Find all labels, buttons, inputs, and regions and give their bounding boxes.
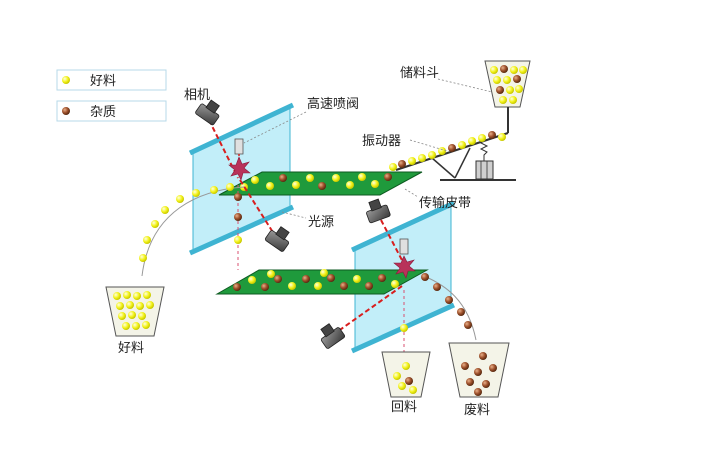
good-arc-particles bbox=[139, 183, 234, 262]
legend-good-label: 好料 bbox=[90, 74, 116, 89]
vibrator-label: 振动器 bbox=[362, 134, 401, 149]
storage-hopper-label: 储料斗 bbox=[400, 66, 439, 81]
return-drop-particle bbox=[400, 324, 408, 332]
return-bin bbox=[381, 351, 431, 398]
waste-bin-label: 废料 bbox=[464, 402, 490, 418]
legend-box-impurity bbox=[56, 100, 167, 122]
return-bin-label: 回料 bbox=[391, 400, 417, 415]
legend: 好料 杂质 bbox=[56, 69, 167, 122]
camera-1b bbox=[239, 179, 290, 252]
good-bin-label: 好料 bbox=[118, 341, 144, 356]
legend-impurity-marker bbox=[62, 107, 70, 115]
leader-lines bbox=[243, 78, 493, 219]
waste-bin bbox=[448, 342, 510, 398]
high-speed-valve-label: 高速喷阀 bbox=[307, 96, 359, 112]
light-source-label: 光源 bbox=[308, 215, 334, 230]
good-bin bbox=[105, 286, 165, 337]
legend-impurity-label: 杂质 bbox=[90, 105, 116, 120]
conveyor-belt-label: 传输皮带 bbox=[419, 195, 471, 211]
starburst-2 bbox=[393, 255, 416, 279]
waste-arc-particles bbox=[421, 273, 472, 329]
impurity-drop-particles-1 bbox=[234, 193, 242, 244]
camera-label: 相机 bbox=[184, 88, 210, 103]
storage-hopper bbox=[484, 60, 531, 133]
belt-1-particles bbox=[240, 173, 392, 191]
high-speed-valve-2 bbox=[399, 238, 409, 255]
waste-arc bbox=[423, 275, 477, 341]
chute-particles bbox=[389, 131, 506, 171]
legend-box-good bbox=[56, 69, 167, 91]
legend-good-marker bbox=[62, 76, 70, 84]
camera-2 bbox=[366, 198, 405, 265]
camera-1 bbox=[195, 99, 239, 179]
camera-2b bbox=[320, 285, 403, 349]
belt-2-particles bbox=[233, 269, 399, 291]
